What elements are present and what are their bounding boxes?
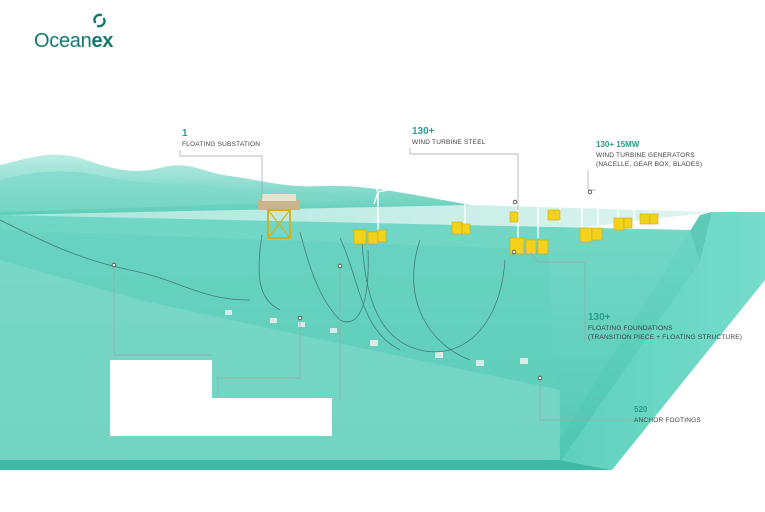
callout-number: 130+ <box>588 312 611 323</box>
sea-right-wall <box>560 212 765 470</box>
callout-sublabel: (TRANSITION PIECE + FLOATING STRUCTURE) <box>588 334 743 341</box>
brand-name-suffix: ex <box>91 30 114 52</box>
callout-number: 520 <box>634 405 648 414</box>
oceanex-logo: Oceanex <box>34 10 144 54</box>
callout-label: FLOATING SUBSTATION <box>182 141 261 148</box>
callout-floating-foundations: 130+ FLOATING FOUNDATIONS (TRANSITION PI… <box>588 312 742 342</box>
callout-wind-turbine-steel: 130+ WIND TURBINE STEEL <box>412 126 486 147</box>
callout-sublabel: (NACELLE, GEAR BOX, BLADES) <box>596 161 703 168</box>
callout-anchor-footings: 520 ANCHOR FOOTINGS <box>634 404 701 425</box>
callout-number: 130+ 15MW <box>596 140 640 149</box>
callout-number: 130+ <box>412 126 435 137</box>
callout-label: ANCHOR FOOTINGS <box>634 417 701 424</box>
blank-label-box-2 <box>110 398 332 436</box>
anchor-blocks <box>225 310 528 366</box>
callout-label: WIND TURBINE GENERATORS <box>596 152 695 159</box>
brand-name-prefix: Ocean <box>34 30 92 52</box>
blank-label-box-1 <box>110 360 212 398</box>
brand-name: Oceanex <box>34 30 113 53</box>
logo-mark-icon <box>93 13 106 28</box>
callout-number: 1 <box>182 128 188 139</box>
callout-floating-substation: 1 FLOATING SUBSTATION <box>182 128 260 149</box>
callout-label: WIND TURBINE STEEL <box>412 139 486 146</box>
callout-leaders <box>113 148 633 421</box>
callout-dots <box>111 189 593 381</box>
callout-label: FLOATING FOUNDATIONS <box>588 325 673 332</box>
floating-foundations <box>353 209 659 255</box>
callout-wind-turbine-generators: 130+ 15MW WIND TURBINE GENERATORS (NACEL… <box>596 139 702 169</box>
floating-substation <box>258 194 300 239</box>
